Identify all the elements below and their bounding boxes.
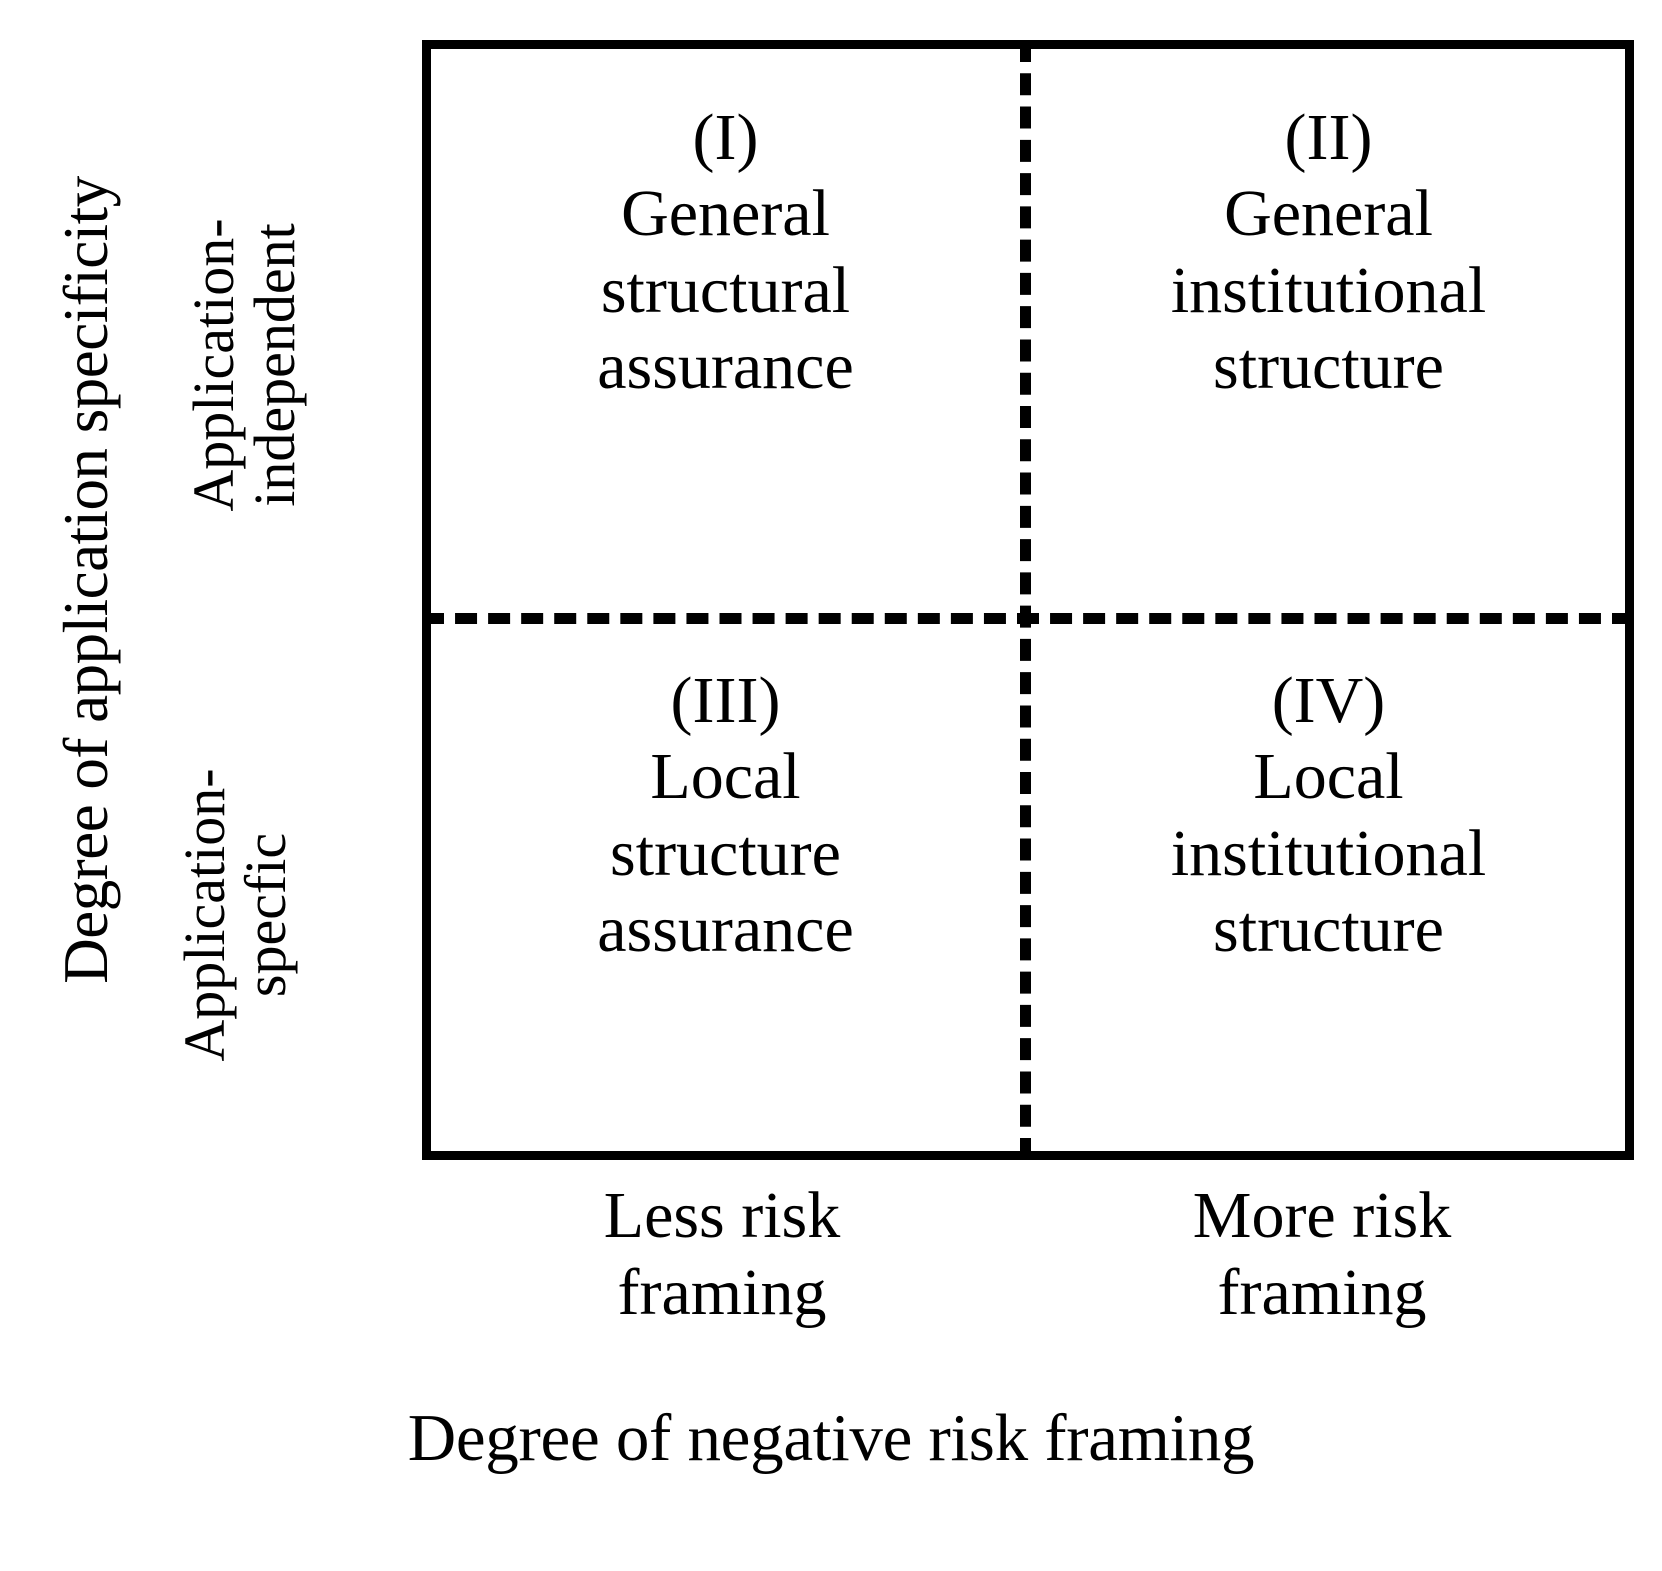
- quadrant-2-roman: (II): [1284, 101, 1373, 174]
- quadrant-2-label: General institutional structure: [1171, 176, 1486, 406]
- x-category-less-line2: framing: [617, 1255, 827, 1329]
- quadrant-4: (IV) Local institutional structure: [1031, 624, 1626, 1151]
- x-category-less-line1: Less risk: [603, 1179, 841, 1252]
- quadrant-3-line3: assurance: [597, 893, 854, 967]
- quadrant-3: (III) Local structure assurance: [431, 624, 1020, 1151]
- quadrant-4-line1: Local: [1253, 740, 1404, 814]
- x-category-more-risk-framing: More risk framing: [1022, 1178, 1622, 1331]
- quadrant-4-line2: institutional: [1170, 816, 1487, 890]
- vertical-dashed-divider: [1020, 40, 1031, 1160]
- quadrant-3-roman: (III): [670, 664, 781, 737]
- y-category-specific-line1: Application-: [172, 768, 237, 1062]
- x-category-more-line1: More risk: [1192, 1179, 1452, 1252]
- y-category-specific-line2: specfic: [233, 832, 299, 998]
- quadrant-4-roman: (IV): [1271, 664, 1386, 737]
- x-axis-title: Degree of negative risk framing: [407, 1401, 1255, 1475]
- quadrant-3-line1: Local: [650, 740, 801, 814]
- quadrant-4-label: Local institutional structure: [1171, 739, 1486, 969]
- quadrant-2-line3: structure: [1213, 330, 1444, 404]
- y-axis-title: Degree of application specificity: [51, 176, 121, 984]
- x-category-less-risk-framing: Less risk framing: [422, 1178, 1022, 1331]
- y-category-independent-line2: independent: [242, 223, 308, 507]
- quadrant-3-line2: structure: [610, 816, 841, 890]
- quadrant-1: (I) General structural assurance: [431, 49, 1020, 613]
- quadrant-1-label: General structural assurance: [597, 176, 854, 406]
- quadrant-2: (II) General institutional structure: [1031, 49, 1626, 613]
- x-category-more-line2: framing: [1217, 1255, 1427, 1329]
- quadrant-4-line3: structure: [1213, 893, 1444, 967]
- y-category-application-independent: Application- independent: [181, 95, 334, 635]
- quadrant-1-line1: General: [621, 177, 830, 251]
- quadrant-1-line2: structural: [600, 253, 851, 327]
- quadrant-2-line2: institutional: [1170, 253, 1487, 327]
- quadrant-1-line3: assurance: [597, 330, 854, 404]
- quadrant-1-roman: (I): [692, 101, 759, 174]
- y-category-application-specific: Application- specfic: [172, 695, 325, 1135]
- matrix-frame: (I) General structural assurance (II) Ge…: [422, 40, 1634, 1160]
- quadrant-3-label: Local structure assurance: [597, 739, 854, 969]
- quadrant-2-line1: General: [1224, 177, 1433, 251]
- y-category-independent-line1: Application-: [181, 218, 246, 512]
